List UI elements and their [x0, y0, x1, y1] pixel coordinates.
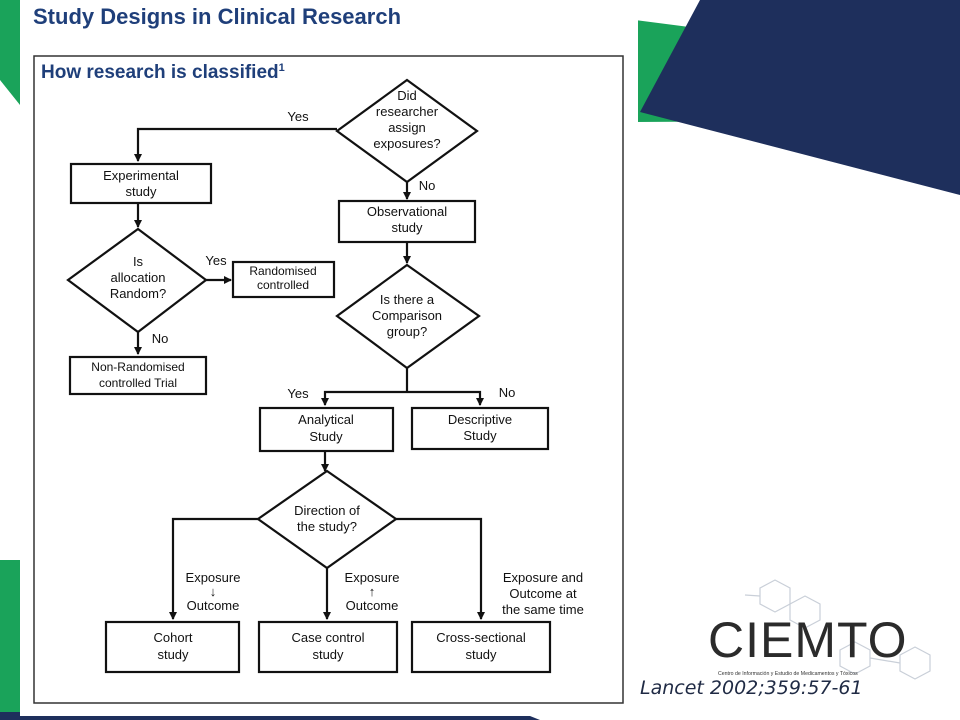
slide-title: Study Designs in Clinical Research	[33, 4, 401, 29]
navy-band-right	[640, 0, 960, 195]
label-line: Study	[309, 429, 343, 444]
label-line: Non-Randomised	[91, 360, 184, 374]
label-line: Experimental	[103, 168, 179, 183]
decisions	[66, 78, 481, 570]
label-line: Outcome	[346, 598, 399, 613]
box-observational	[337, 199, 477, 244]
label-line: Direction of	[294, 503, 360, 518]
box-cohort	[104, 620, 241, 674]
label-line: Observational	[367, 204, 447, 219]
label-line: assign	[388, 120, 426, 135]
decision-comparison	[335, 263, 481, 370]
box-analytical	[258, 406, 395, 453]
figure-frame	[33, 55, 624, 704]
label-line: Study	[463, 428, 497, 443]
box-experimental	[69, 162, 213, 205]
label-line: study	[312, 647, 344, 662]
edge-label-comparison-no: No	[499, 385, 516, 400]
box-nonrandomised	[68, 355, 208, 396]
label-line: Did	[397, 88, 417, 103]
label-line: Exposure	[345, 570, 400, 585]
label-line: controlled	[257, 278, 309, 292]
green-band-top	[0, 0, 20, 105]
label-line: study	[391, 220, 423, 235]
label-line: exposures?	[373, 136, 440, 151]
label-line: Exposure	[186, 570, 241, 585]
label-line: Analytical	[298, 412, 354, 427]
logo-tagline: Centro de Información y Estudio de Medic…	[718, 671, 858, 677]
ciemto-logo: CIEMTO Centro de Información y Estudio d…	[708, 579, 931, 680]
edge-direction-crosssectional	[396, 517, 485, 620]
edge-label-assign-yes: Yes	[287, 109, 309, 124]
label-line: Outcome	[187, 598, 240, 613]
label-line: study	[157, 647, 189, 662]
citation: Lancet 2002;359:57-61	[640, 677, 863, 699]
decision-assign	[335, 78, 479, 184]
label-crosssectional: Cross-sectional study	[436, 630, 526, 662]
edge-label-random-no: No	[152, 331, 169, 346]
label-line: Exposure and	[503, 570, 583, 585]
label-line: Cross-sectional	[436, 630, 526, 645]
logo-hexagon-motif	[744, 579, 931, 680]
edge-comparison-no	[407, 390, 484, 406]
label-line: Randomised	[249, 264, 316, 278]
edge-assign-yes	[134, 127, 337, 162]
decision-direction	[256, 469, 398, 570]
label-line: Comparison	[372, 308, 442, 323]
label-line: Is	[133, 254, 144, 269]
label-line: Descriptive	[448, 412, 512, 427]
label-exposure-to-outcome: Exposure↓Outcome	[186, 570, 241, 613]
label-line: controlled Trial	[99, 376, 177, 390]
connectors	[134, 127, 485, 620]
label-line: study	[125, 184, 157, 199]
edge-comparison-yes	[321, 390, 407, 406]
label-line: Random?	[110, 286, 166, 301]
label-line: Case control	[292, 630, 365, 645]
label-line: the same time	[502, 602, 584, 617]
label-line: researcher	[376, 104, 439, 119]
box-casecontrol	[257, 620, 399, 674]
label-line: Cohort	[153, 630, 192, 645]
label-line: ↑	[369, 584, 376, 599]
edge-label-comparison-yes: Yes	[287, 386, 309, 401]
logo-wordmark: CIEMTO	[708, 612, 908, 668]
box-descriptive	[410, 406, 550, 451]
label-line: the study?	[297, 519, 357, 534]
green-band-left	[0, 560, 20, 720]
box-crosssectional	[410, 620, 552, 674]
box-randomised	[231, 260, 336, 299]
boxes	[68, 162, 552, 674]
edge-label-assign-no: No	[419, 178, 436, 193]
label-casecontrol: Case control study	[292, 630, 365, 662]
edge-direction-cohort	[169, 517, 258, 620]
label-line: study	[465, 647, 497, 662]
label-line: Outcome at	[509, 586, 577, 601]
label-line: allocation	[111, 270, 166, 285]
label-line: Is there a	[380, 292, 435, 307]
label-outcome-to-exposure: Exposure↑Outcome	[345, 570, 400, 613]
footnote-ref: 1	[279, 62, 285, 74]
label-line: group?	[387, 324, 427, 339]
decision-random	[66, 227, 208, 334]
figure-heading: How research is classified1	[41, 62, 285, 83]
label-nonrandomised: Non-Randomised controlled Trial	[91, 360, 184, 390]
label-line: ↓	[210, 584, 217, 599]
edge-label-random-yes: Yes	[205, 253, 227, 268]
label-cohort: Cohort study	[153, 630, 192, 662]
